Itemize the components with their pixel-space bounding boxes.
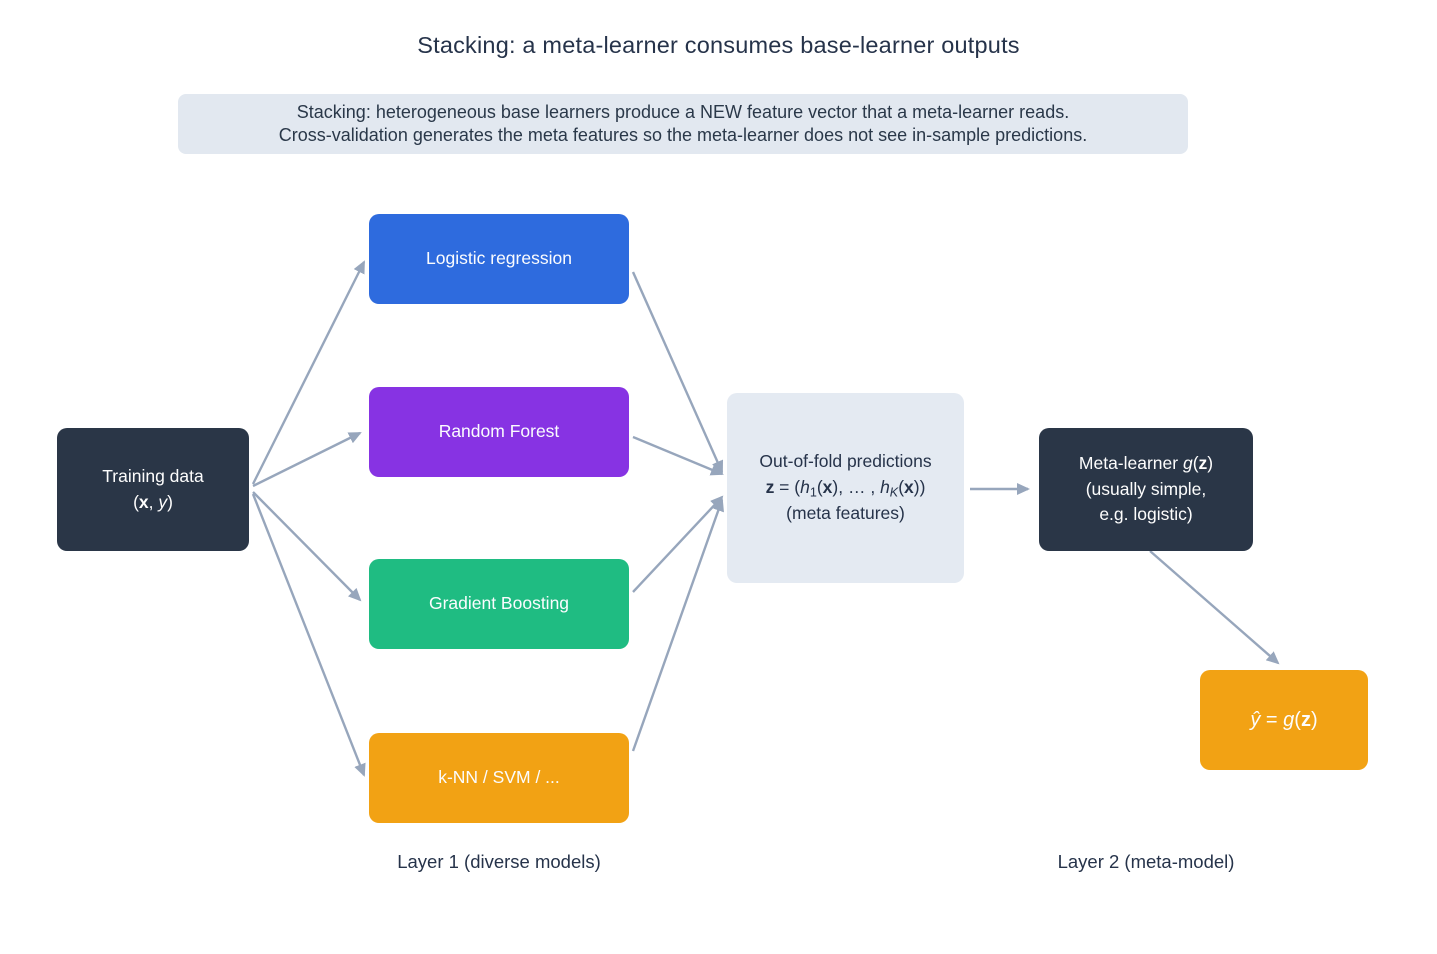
training-data-formula: (x, y) [133,491,173,512]
arrow-logistic-to-oof [631,271,724,474]
arrow-training-to-logistic [251,260,366,485]
subtitle-note: Stacking: heterogeneous base learners pr… [178,94,1188,154]
oof-predictions-formula: z = (h1(x), … , hK(x)) [765,476,926,500]
layer2-label: Layer 2 (meta-model) [1057,851,1235,872]
arrow-training-to-knn [251,493,366,777]
meta-learner-note-line-2: e.g. logistic) [1099,504,1193,525]
arrow-meta-to-output [1149,550,1280,665]
oof-predictions-node: Out-of-fold predictions z = (h1(x), … , … [727,393,964,583]
meta-learner-node: Meta-learner g(z) (usually simple, e.g. … [1039,428,1253,551]
base-learner-knn-svm-node: k-NN / SVM / ... [369,733,629,823]
base-learner-random-forest-label: Random Forest [438,421,560,442]
oof-predictions-title: Out-of-fold predictions [759,451,932,472]
base-learner-gradient-boosting-node: Gradient Boosting [369,559,629,649]
training-data-node: Training data (x, y) [57,428,249,551]
oof-predictions-caption: (meta features) [786,503,905,524]
arrow-forest-to-oof [632,435,724,476]
base-learner-logistic-node: Logistic regression [369,214,629,304]
base-learner-knn-svm-label: k-NN / SVM / ... [438,767,560,788]
subtitle-line-2: Cross-validation generates the meta feat… [278,125,1088,145]
subtitle-line-1: Stacking: heterogeneous base learners pr… [296,101,1070,122]
arrow-boosting-to-oof [632,495,724,593]
training-data-label: Training data [102,466,204,487]
prediction-output-formula: ŷ = g(z) [1250,708,1318,731]
layer1-label: Layer 1 (diverse models) [397,851,601,872]
base-learner-gradient-boosting-label: Gradient Boosting [428,593,570,614]
prediction-output-node: ŷ = g(z) [1200,670,1368,770]
arrow-knn-to-oof [631,498,724,752]
arrow-training-to-forest [252,431,362,488]
base-learner-logistic-label: Logistic regression [426,248,572,269]
arrow-training-to-boosting [252,491,362,602]
meta-learner-note-line-1: (usually simple, [1085,478,1207,499]
base-learner-random-forest-node: Random Forest [369,387,629,477]
page-title: Stacking: a meta-learner consumes base-l… [417,32,1020,58]
meta-learner-title: Meta-learner g(z) [1078,453,1214,474]
